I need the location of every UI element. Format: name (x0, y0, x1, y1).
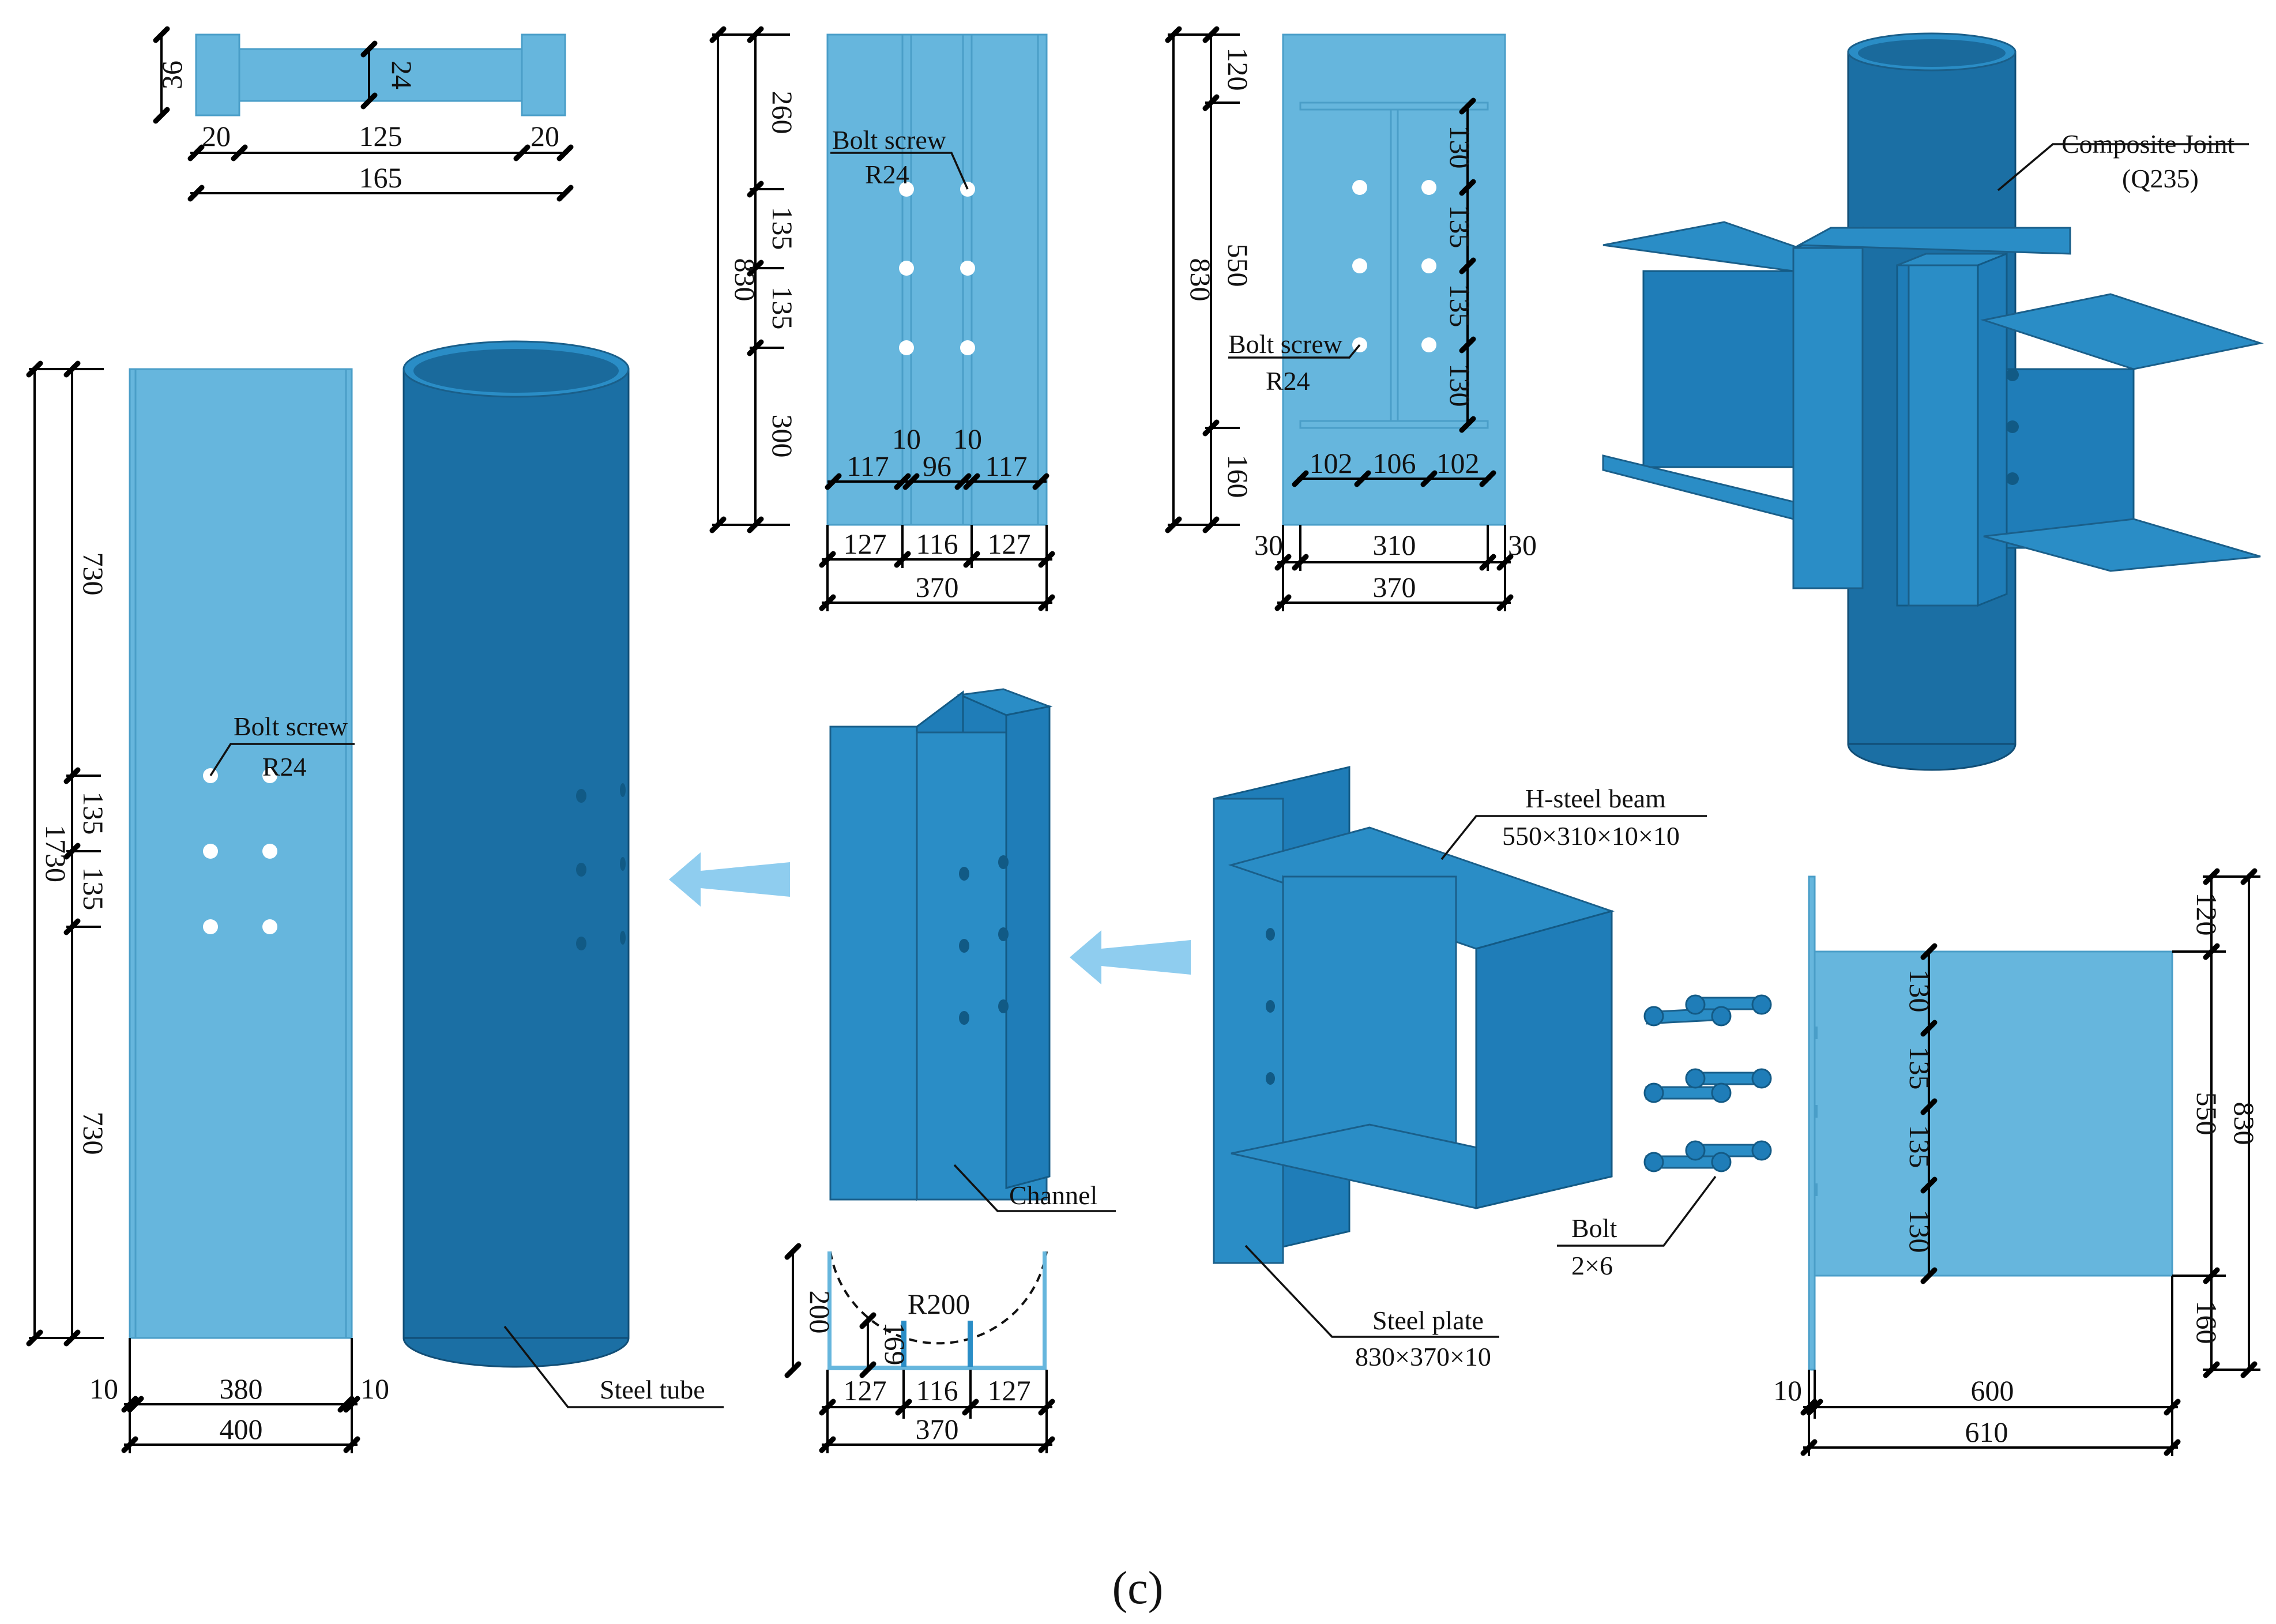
te-sublabel: R24 (262, 752, 307, 781)
cs-dim-370: 370 (916, 1413, 959, 1445)
cp-dim-135b: 135 (766, 287, 799, 330)
cp-label: Bolt screw (832, 125, 947, 155)
plate-spec: 830×370×10 (1355, 1342, 1491, 1371)
cp-sublabel: R24 (865, 160, 909, 189)
bolt-shank (238, 48, 523, 102)
cs-dim-R200: R200 (908, 1288, 970, 1320)
te-dim-730a: 730 (77, 552, 110, 596)
beam-side-elevation: 130 135 135 130 120 160 550 830 10 600 6… (1773, 868, 2260, 1456)
bolt-head-left (195, 33, 240, 116)
tube-label: Steel tube (600, 1375, 705, 1404)
cs-dim-127a: 127 (844, 1374, 887, 1407)
ep-dim-370: 370 (1373, 571, 1416, 603)
te-dim-1730: 1730 (40, 825, 72, 882)
bolt-dim-125: 125 (359, 120, 402, 152)
te-dim-135b: 135 (77, 867, 110, 911)
cp-dim-117a: 117 (847, 450, 889, 482)
beam-spec: 550×310×10×10 (1502, 821, 1680, 851)
bs-dim-130a: 130 (1903, 969, 1936, 1013)
ep-dim-30b: 30 (1508, 529, 1537, 561)
cp-dim-10a: 10 (892, 423, 921, 455)
ep-dim-130a: 130 (1444, 126, 1476, 169)
te-dim-730b: 730 (77, 1112, 110, 1155)
bs-dim-130b: 130 (1903, 1210, 1936, 1253)
tube-plate (129, 368, 353, 1339)
bs-dim-10: 10 (1773, 1374, 1802, 1407)
bolt-dim-20a: 20 (202, 120, 231, 152)
cp-dim-260: 260 (766, 91, 799, 134)
channel-plate (826, 33, 1048, 526)
joint-sublabel: (Q235) (2122, 164, 2199, 193)
cs-dim-116: 116 (916, 1374, 958, 1407)
cp-dim-96: 96 (923, 450, 951, 482)
joint-label: Composite Joint (2061, 129, 2235, 159)
bolt-head-right (521, 33, 566, 116)
te-dim-135a: 135 (77, 792, 110, 835)
cp-dim-116: 116 (916, 528, 958, 560)
bs-dim-830: 830 (2228, 1102, 2260, 1145)
ep-dim-310: 310 (1373, 529, 1416, 561)
bolt-label: Bolt (1571, 1213, 1617, 1243)
beam-3d: H-steel beam 550×310×10×10 Steel plate 8… (1213, 766, 1707, 1371)
tube-elevation: 730 135 135 730 1730 Bolt screw R24 10 3… (26, 360, 389, 1453)
bolt-dim-36: 36 (156, 61, 188, 89)
ep-dim-135a: 135 (1444, 205, 1476, 249)
arrow-left-2 (1070, 930, 1191, 984)
arrow-left-1 (669, 852, 790, 907)
figure-caption: (c) (1112, 1563, 1164, 1614)
end-plate-elevation: 120 550 160 830 130 135 135 130 Bolt scr… (1165, 26, 1537, 611)
bolt-drawing: 36 24 20 125 20 165 (153, 26, 574, 202)
ep-dim-550: 550 (1222, 244, 1254, 287)
ep-sublabel: R24 (1266, 366, 1310, 396)
ep-label: Bolt screw (1228, 329, 1343, 359)
bs-dim-120: 120 (2191, 893, 2223, 936)
ep-dim-120: 120 (1222, 48, 1254, 91)
bs-dim-600: 600 (1971, 1374, 2014, 1407)
bs-dim-135a: 135 (1903, 1047, 1936, 1090)
bolts-3d: Bolt 2×6 (1557, 994, 1772, 1280)
steel-tube-3d: Steel tube (402, 340, 724, 1408)
te-dim-10b: 10 (360, 1373, 389, 1405)
ep-dim-130b: 130 (1444, 364, 1476, 407)
channel-plate-elevation: 260 135 135 300 830 Bolt screw R24 10 10… (709, 26, 1055, 611)
cp-dim-10b: 10 (953, 423, 982, 455)
channel-section: 200 169 R200 127 116 127 370 (784, 1243, 1055, 1453)
te-label: Bolt screw (234, 712, 348, 741)
bs-dim-135b: 135 (1903, 1125, 1936, 1168)
channel-3d: Channel (829, 688, 1116, 1212)
composite-joint-3d: Composite Joint (Q235) (1602, 32, 2264, 771)
cp-dim-300: 300 (766, 415, 799, 458)
beam-label: H-steel beam (1525, 784, 1666, 813)
cp-dim-127b: 127 (988, 528, 1031, 560)
channel-label: Channel (1009, 1181, 1097, 1210)
bs-dim-160: 160 (2191, 1301, 2223, 1344)
bs-dim-550: 550 (2191, 1092, 2223, 1136)
ep-dim-135b: 135 (1444, 284, 1476, 328)
cs-dim-200: 200 (804, 1291, 836, 1334)
cs-dim-169: 169 (879, 1322, 911, 1366)
ep-dim-102b: 102 (1436, 447, 1480, 479)
bs-dim-610: 610 (1965, 1416, 2008, 1448)
ep-dim-102a: 102 (1310, 447, 1353, 479)
ep-dim-160: 160 (1222, 455, 1254, 498)
bolt-spec: 2×6 (1571, 1251, 1613, 1280)
plate-label: Steel plate (1372, 1306, 1484, 1335)
bolt-dim-165: 165 (359, 161, 402, 194)
bolt-dim-20b: 20 (531, 120, 559, 152)
cp-dim-135a: 135 (766, 207, 799, 250)
cp-dim-370: 370 (916, 571, 959, 603)
te-dim-10a: 10 (89, 1373, 118, 1405)
ep-dim-830: 830 (1184, 258, 1217, 302)
bolt-dim-24: 24 (386, 61, 418, 89)
cs-dim-127b: 127 (988, 1374, 1031, 1407)
cp-dim-127a: 127 (844, 528, 887, 560)
cp-dim-117b: 117 (985, 450, 1027, 482)
te-dim-380: 380 (220, 1373, 263, 1405)
cp-dim-830: 830 (729, 258, 761, 302)
te-dim-400: 400 (220, 1413, 263, 1445)
ep-dim-30a: 30 (1254, 529, 1283, 561)
ep-dim-106: 106 (1373, 447, 1416, 479)
